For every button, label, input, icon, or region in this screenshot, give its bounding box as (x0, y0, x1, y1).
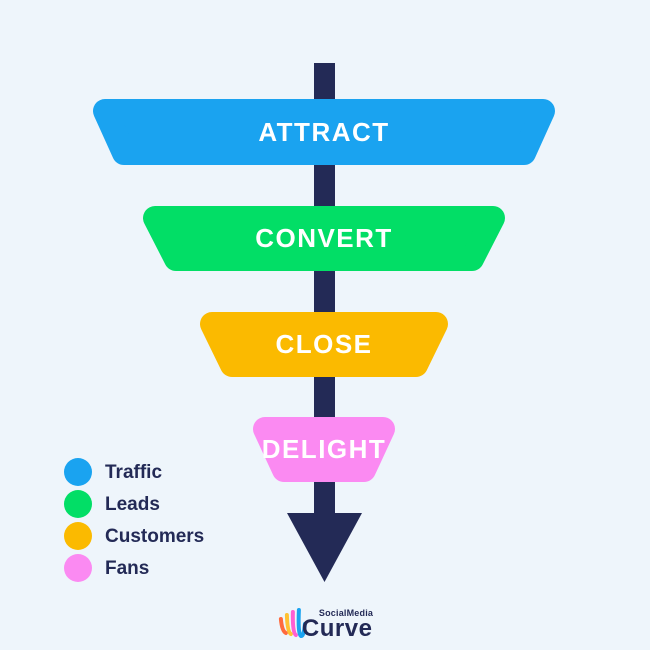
logo-text: SocialMedia Curve (302, 608, 373, 641)
traffic-dot-icon (64, 458, 92, 486)
funnel-stage-attract-shape (93, 99, 555, 165)
logo-mark-stroke-yellow (284, 613, 293, 636)
legend-label-leads: Leads (105, 493, 160, 515)
funnel-stage-convert-label: CONVERT (255, 223, 393, 253)
brand-logo: SocialMedia Curve (277, 604, 373, 641)
funnel-stage-convert: CONVERT (143, 206, 505, 271)
customers-dot-icon (64, 522, 92, 550)
legend-item-fans: Fans (64, 554, 204, 582)
legend-label-traffic: Traffic (105, 461, 163, 483)
logo-curve-mark-icon (278, 608, 307, 638)
legend-label-fans: Fans (105, 557, 150, 579)
logo-mark-stroke-orange (278, 617, 288, 635)
logo-mark-stroke-pink (290, 610, 298, 637)
legend-item-leads: Leads (64, 490, 204, 518)
legend-label-customers: Customers (105, 525, 205, 547)
logo-top-text: SocialMedia (318, 608, 374, 618)
logo-mark-stroke-blue (296, 608, 307, 638)
legend-item-customers: Customers (64, 522, 204, 550)
funnel-stage-attract-label: ATTRACT (258, 117, 389, 147)
legend-item-traffic: Traffic (64, 458, 204, 486)
funnel-stage-convert-shape (143, 206, 505, 271)
arrow-shaft (314, 63, 335, 514)
fans-dot-icon (64, 554, 92, 582)
funnel-stage-close: CLOSE (200, 312, 448, 377)
arrow-head-icon (287, 513, 362, 582)
funnel-stage-close-label: CLOSE (275, 329, 372, 359)
logo-bottom-text: Curve (301, 615, 373, 642)
legend: Traffic Leads Customers Fans (64, 458, 204, 582)
funnel-stage-attract: ATTRACT (93, 99, 555, 165)
funnel-stage-delight-shape (253, 417, 395, 482)
funnel-stage-close-shape (200, 312, 448, 377)
leads-dot-icon (64, 490, 92, 518)
funnel-stage-delight-label: DELIGHT (262, 434, 387, 464)
funnel-stage-delight: DELIGHT (253, 417, 395, 482)
